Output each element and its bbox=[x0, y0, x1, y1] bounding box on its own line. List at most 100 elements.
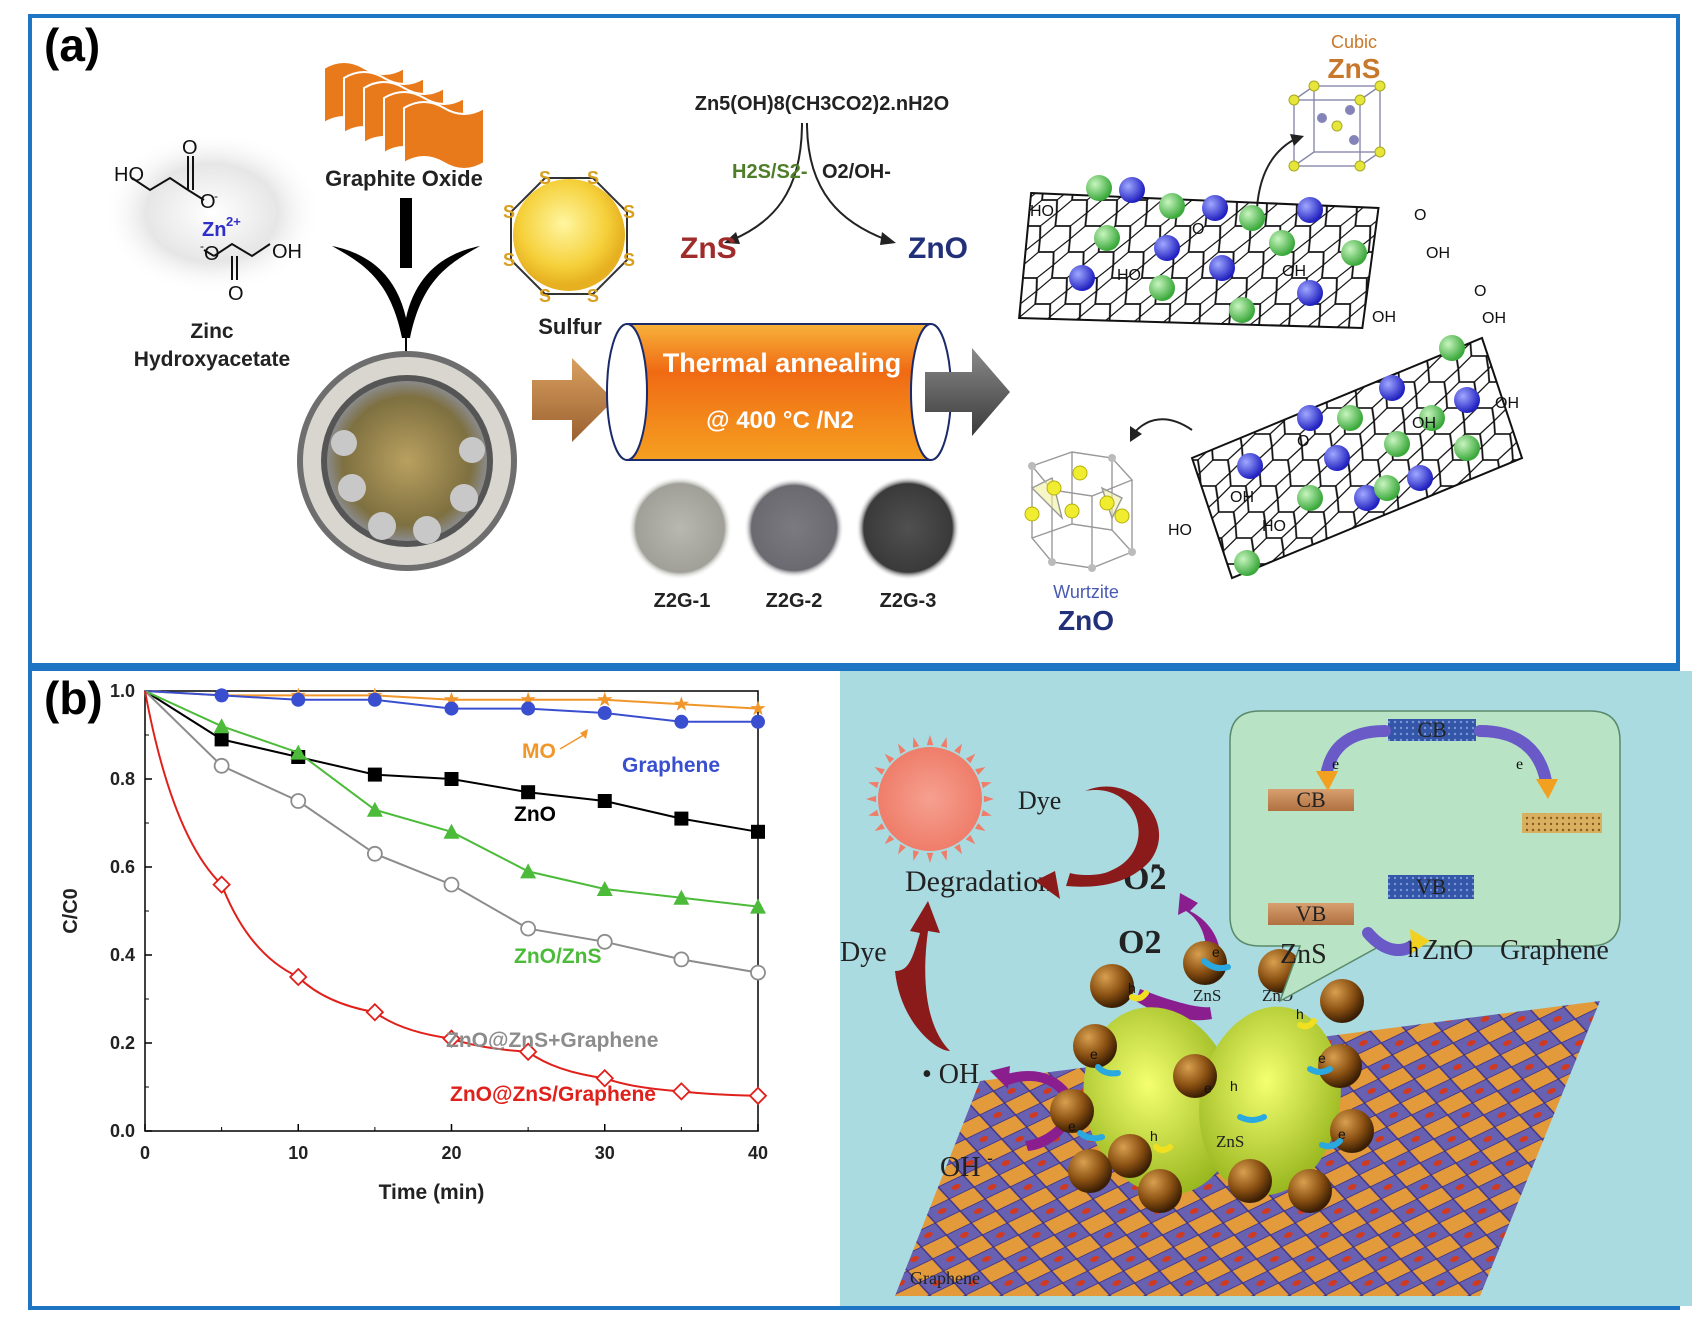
s-atom-1: S bbox=[539, 168, 551, 188]
thermal-annealing-label: Thermal annealing bbox=[663, 348, 902, 378]
series-label: ZnO@ZnS+Graphene bbox=[446, 1029, 658, 1052]
data-point bbox=[442, 1029, 461, 1048]
degradation-label: Degradation bbox=[905, 865, 1053, 898]
sun-ray bbox=[912, 850, 920, 861]
data-point bbox=[597, 691, 613, 707]
group-oh-2: OH bbox=[1282, 263, 1306, 280]
o2-arrow bbox=[1136, 989, 1212, 1021]
data-point bbox=[595, 1068, 615, 1088]
data-point bbox=[674, 811, 689, 826]
cubic-zns-label: ZnS bbox=[1328, 53, 1381, 84]
nanoparticle bbox=[1068, 1149, 1112, 1193]
x-tick-label: 0 bbox=[140, 1143, 150, 1163]
svg-text:-: - bbox=[214, 189, 218, 203]
s-atom-5: S bbox=[587, 286, 599, 306]
data-point bbox=[213, 757, 230, 774]
data-point bbox=[520, 920, 537, 937]
svg-text:-: - bbox=[200, 239, 204, 253]
data-point bbox=[520, 691, 536, 707]
data-point bbox=[673, 696, 689, 711]
hole-1: h bbox=[1128, 980, 1136, 996]
sample-label-2: Z2G-2 bbox=[766, 590, 823, 612]
hole-3: h bbox=[1230, 1078, 1238, 1094]
sun-ray bbox=[926, 852, 934, 863]
oh-radical-arrow bbox=[1000, 1071, 1070, 1097]
o-carbonyl-top: O bbox=[182, 137, 198, 159]
group-ho-3: HO bbox=[1168, 522, 1192, 539]
dye-top-label: Dye bbox=[1018, 786, 1061, 815]
data-point bbox=[443, 876, 460, 893]
sun-ray bbox=[898, 743, 906, 754]
zno-particle bbox=[1199, 1006, 1341, 1196]
data-point bbox=[597, 706, 612, 720]
series-zno-zns-graphene bbox=[144, 690, 768, 1106]
graphite-oxide-sheets bbox=[323, 61, 485, 170]
nanoparticle bbox=[1318, 1044, 1362, 1088]
group-o-2: O bbox=[1414, 207, 1426, 224]
sulfur-label: Sulfur bbox=[538, 314, 602, 339]
o-minus-bottom: O bbox=[204, 243, 220, 265]
series-line bbox=[144, 690, 759, 908]
o-carbonyl-bottom: O bbox=[228, 283, 244, 305]
panel-b-label: (b) bbox=[44, 672, 103, 724]
data-point bbox=[366, 801, 383, 817]
data-point bbox=[290, 744, 307, 760]
sample-z2g-1 bbox=[628, 476, 732, 580]
o2oh-label: O2/OH- bbox=[822, 161, 891, 183]
data-point bbox=[596, 933, 613, 950]
data-point bbox=[521, 785, 536, 800]
sample-label-1: Z2G-1 bbox=[654, 590, 711, 612]
graphene-fermi-level bbox=[1522, 813, 1602, 833]
precursor-formula: Zn5(OH)8(CH3CO2)2.nH2O bbox=[695, 93, 949, 115]
oh-radical-label: • OH bbox=[922, 1059, 979, 1090]
cb-top-label: CB bbox=[1417, 717, 1446, 742]
panel-a-label: (a) bbox=[44, 19, 101, 71]
graphene-sheet-top bbox=[1018, 191, 1380, 330]
x-axis-label: Time (min) bbox=[379, 1181, 485, 1204]
svg-text:-: - bbox=[987, 1148, 993, 1168]
data-point bbox=[443, 691, 460, 707]
oh-bottom: OH bbox=[272, 241, 302, 263]
output-arrow bbox=[925, 348, 1010, 436]
hydroxyacetate-label: Hydroxyacetate bbox=[134, 348, 290, 371]
sulfur-ring bbox=[510, 177, 628, 295]
y-tick-label: 0.4 bbox=[110, 945, 135, 965]
graphite-oxide-label: Graphite Oxide bbox=[325, 166, 483, 191]
sun-ray bbox=[898, 844, 906, 855]
oh-minus-label: OH bbox=[940, 1152, 980, 1183]
data-point bbox=[213, 718, 230, 734]
sun-ray bbox=[940, 737, 948, 748]
sample-z2g-3 bbox=[856, 476, 960, 580]
band-diagram-inset: CB CB VB VB ZnS ZnO Graphene e e h bbox=[1229, 710, 1621, 1003]
y-axis-label: C/C0 bbox=[60, 888, 82, 934]
svg-text:-: - bbox=[1151, 848, 1161, 881]
temperature-label: @ 400 °C /N2 bbox=[706, 407, 854, 434]
sun-ray bbox=[983, 795, 994, 803]
sun-ray bbox=[874, 767, 885, 775]
cb-left-label: CB bbox=[1296, 787, 1325, 812]
o2-label: O2 bbox=[1118, 924, 1161, 961]
particle-label-zns-bottom: ZnS bbox=[1216, 1132, 1244, 1151]
mechanism-diagram: Graphene Dye Degradation O2 - O2 Dye • O… bbox=[840, 671, 1692, 1306]
electron-6: e bbox=[1338, 1126, 1346, 1142]
sun-ray bbox=[940, 850, 948, 861]
data-point bbox=[750, 898, 766, 914]
zns-reaction-arrow bbox=[731, 122, 803, 241]
annealing-tube bbox=[606, 323, 952, 461]
sun-ray bbox=[965, 834, 976, 845]
data-point bbox=[288, 967, 308, 987]
data-point bbox=[673, 889, 690, 905]
x-tick-label: 20 bbox=[441, 1143, 461, 1163]
sun-ray bbox=[965, 753, 976, 764]
data-point bbox=[214, 732, 229, 747]
series-zno-zns bbox=[144, 690, 766, 914]
data-point bbox=[212, 875, 231, 894]
oh-minus-arrow bbox=[1025, 1101, 1080, 1151]
series-label: ZnO@ZnS/Graphene bbox=[450, 1083, 656, 1106]
sample-label-3: Z2G-3 bbox=[880, 590, 937, 612]
sun-ray bbox=[874, 823, 885, 831]
data-point bbox=[214, 688, 229, 703]
zno-reaction-arrow bbox=[806, 122, 888, 241]
o-minus-top: O bbox=[200, 191, 216, 213]
group-oh-1: OH bbox=[1426, 245, 1450, 262]
